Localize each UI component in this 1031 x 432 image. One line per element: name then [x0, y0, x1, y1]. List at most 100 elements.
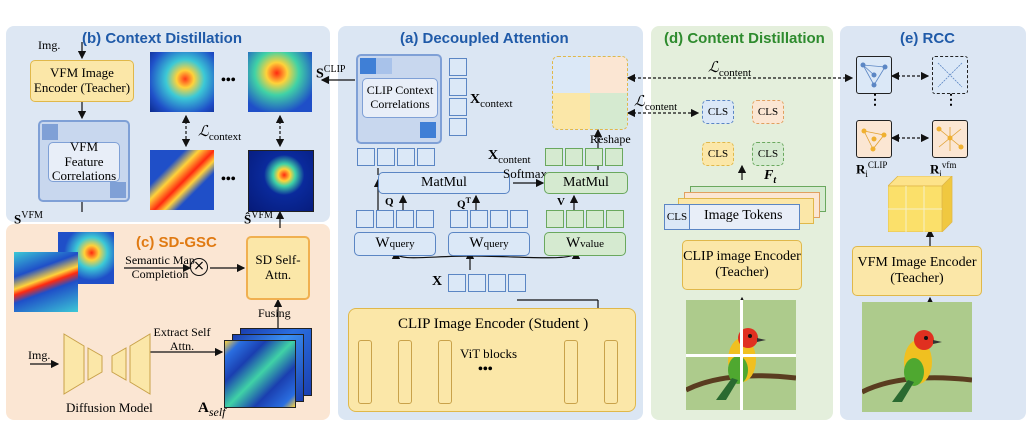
matmul-box-2: MatMul — [544, 172, 628, 194]
cls-token-blue: CLS — [702, 100, 734, 124]
vit-blocks-label: ViT blocks — [460, 346, 518, 361]
x-token-3 — [488, 274, 506, 292]
x-context-token-1 — [449, 58, 467, 76]
sd-heatmap-front — [14, 252, 78, 312]
wq1-token-2 — [376, 210, 394, 228]
wv-token-4 — [606, 210, 624, 228]
q-token-1 — [357, 148, 375, 166]
loss-context-label: ℒcontext — [198, 122, 241, 143]
x-content-sub: content — [498, 153, 531, 166]
vit-block-5 — [604, 340, 618, 404]
cls-token-green: CLS — [752, 142, 784, 166]
semantic-map-completion-label: Semantic Map Completion — [125, 253, 195, 281]
wv-token-1 — [546, 210, 564, 228]
w-query-2-sub: query — [483, 237, 509, 250]
r-vfm-symbol: R — [930, 161, 940, 177]
qt-symbol: Q — [457, 198, 466, 211]
clip-corr-cell-3 — [420, 122, 436, 138]
loss-content-1-symbol: ℒ — [708, 60, 719, 76]
rcc-bird-image — [862, 302, 972, 412]
loss-context-symbol: ℒ — [198, 124, 209, 140]
reshape-label: Reshape — [590, 132, 631, 146]
x-token-1 — [448, 274, 466, 292]
cls-token-main: CLS — [664, 204, 690, 230]
vfm-image-encoder-box: VFM Image Encoder (Teacher) — [30, 60, 134, 102]
rcc-graph-4 — [932, 120, 968, 158]
softmax-label: Softmax — [503, 166, 548, 181]
w-value-symbol: W — [566, 235, 581, 252]
vit-block-4 — [564, 340, 578, 404]
qt-label: QT — [457, 196, 471, 211]
wq2-token-2 — [470, 210, 488, 228]
ft-sub: t — [773, 174, 777, 186]
x-context-label: Xcontext — [470, 92, 513, 110]
w-query-1-symbol: W — [375, 235, 390, 252]
clip-student-encoder-box — [348, 308, 636, 412]
reshape-quad-1 — [553, 57, 590, 93]
reshape-quad-2 — [590, 57, 627, 93]
s-clip-sup: CLIP — [323, 64, 346, 75]
loss-content-label-2: ℒcontent — [634, 92, 677, 113]
q-token-3 — [397, 148, 415, 166]
multiply-icon: × — [190, 258, 208, 276]
s-hat-vfm-symbol: Ŝ — [244, 211, 252, 227]
grid-line-h — [686, 354, 796, 357]
context-heatmap-4 — [248, 150, 314, 212]
s-clip-label: SCLIP — [316, 64, 345, 83]
x-context-token-3 — [449, 98, 467, 116]
wq1-token-3 — [396, 210, 414, 228]
w-value-sub: value — [580, 237, 604, 250]
q-token-2 — [377, 148, 395, 166]
q-token-4 — [417, 148, 435, 166]
rcc-title: (e) RCC — [900, 30, 955, 47]
x-context-sub: context — [480, 97, 513, 110]
fusing-label: Fusing — [258, 306, 291, 320]
content-distillation-title: (d) Content Distillation — [664, 30, 825, 47]
loss-content-label-1: ℒcontent — [708, 58, 751, 79]
v-token-4 — [605, 148, 623, 166]
ft-label: Ft — [764, 168, 776, 186]
x-input-label: X — [432, 274, 443, 289]
context-img-label: Img. — [38, 38, 61, 52]
clip-corr-cell-1 — [360, 58, 376, 74]
loss-content-2-sub: content — [644, 101, 678, 113]
wv-token-3 — [586, 210, 604, 228]
a-self-label: Aself — [198, 400, 226, 420]
s-vfm-symbol: S — [14, 211, 22, 227]
r-vfm-label: Rivfm — [930, 160, 956, 179]
ft-symbol: F — [764, 168, 774, 183]
image-tokens-label: Image Tokens — [704, 208, 783, 223]
clip-student-encoder-label: CLIP Image Encoder (Student ) — [398, 316, 589, 332]
bird-image-grid — [686, 300, 796, 410]
x-content-symbol: X — [488, 148, 499, 163]
context-dots-2: ••• — [221, 172, 236, 187]
r-clip-label: RiCLIP — [856, 160, 887, 179]
x-context-token-4 — [449, 118, 467, 136]
vit-block-3 — [438, 340, 452, 404]
qt-sup: T — [465, 196, 471, 205]
context-dots-1: ••• — [221, 73, 236, 88]
r-clip-sub: i — [865, 168, 868, 179]
vit-block-2 — [398, 340, 412, 404]
loss-content-2-symbol: ℒ — [634, 94, 645, 110]
cls-token-yellow: CLS — [702, 142, 734, 166]
x-context-token-2 — [449, 78, 467, 96]
clip-corr-cell-2 — [376, 58, 392, 74]
v-token-1 — [545, 148, 563, 166]
rcc-vdots-1: ⋮ — [868, 93, 882, 108]
context-heatmap-2 — [248, 52, 312, 112]
x-token-2 — [468, 274, 486, 292]
r-clip-symbol: R — [856, 161, 866, 177]
rcc-vdots-2: ⋮ — [944, 93, 958, 108]
extract-self-attn-label: Extract Self Attn. — [153, 325, 211, 353]
vfm-corr-cell-2 — [110, 182, 126, 198]
rcc-graph-3 — [856, 120, 892, 158]
v-token-3 — [585, 148, 603, 166]
s-hat-vfm-sup: VFM — [251, 210, 273, 221]
wq2-token-3 — [490, 210, 508, 228]
reshape-quadrants — [552, 56, 628, 130]
context-heatmap-3 — [150, 150, 214, 210]
wq1-token-1 — [356, 210, 374, 228]
x-content-label: Xcontent — [488, 148, 531, 166]
